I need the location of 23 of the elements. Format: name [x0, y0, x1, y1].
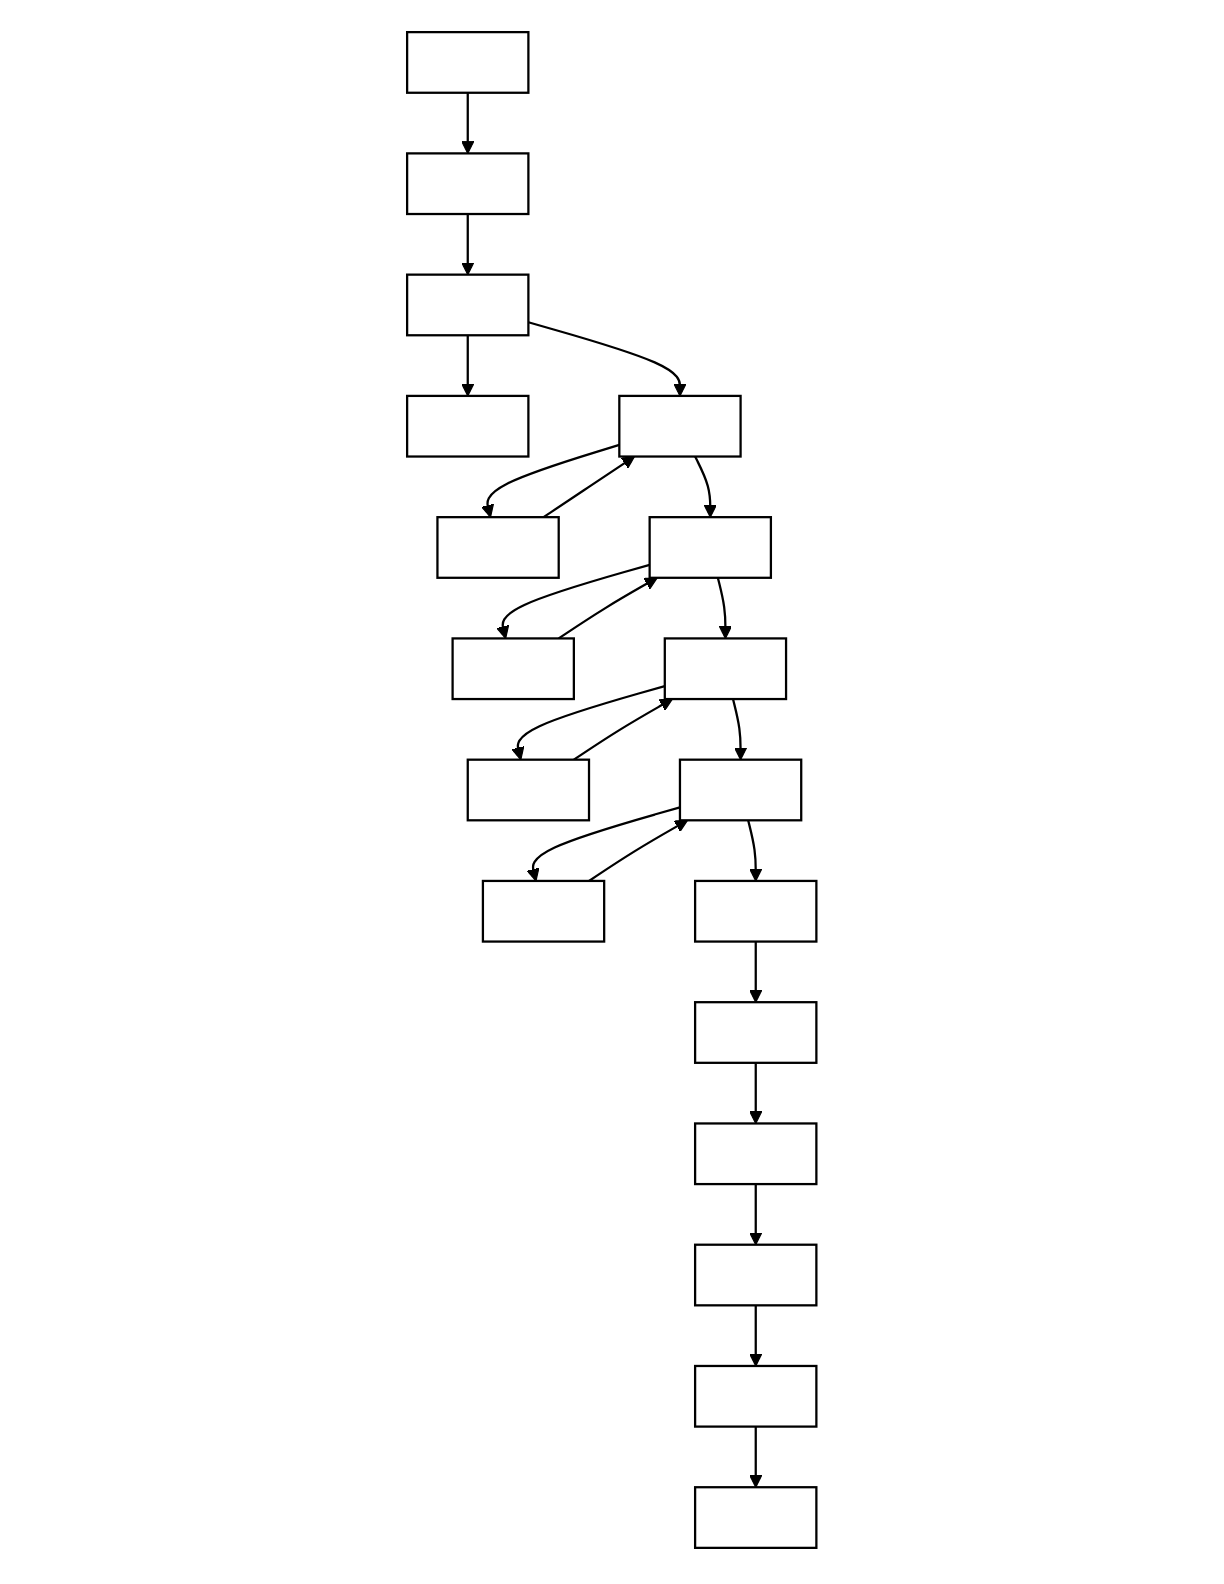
node-box: [466, 758, 591, 822]
node-box: [663, 637, 788, 701]
node-box: [694, 1364, 818, 1428]
node-box: [406, 31, 530, 94]
node-box: [694, 1001, 818, 1064]
node-box: [436, 516, 561, 579]
node-box: [694, 1122, 818, 1186]
node-box: [694, 1243, 818, 1307]
node-box: [406, 394, 530, 458]
node-box: [618, 394, 742, 458]
arrow: [461, 92, 475, 154]
node-box: [694, 879, 818, 943]
arrow: [749, 941, 763, 1003]
node-box: [406, 273, 530, 337]
node-box: [694, 1486, 818, 1549]
arrow: [481, 443, 620, 518]
arrow: [749, 1426, 763, 1488]
node-box: [648, 516, 773, 579]
node-box: [451, 637, 576, 701]
node-box: [406, 152, 530, 216]
node-box: [679, 758, 803, 822]
node-box: [482, 879, 606, 943]
arrow: [694, 456, 718, 518]
